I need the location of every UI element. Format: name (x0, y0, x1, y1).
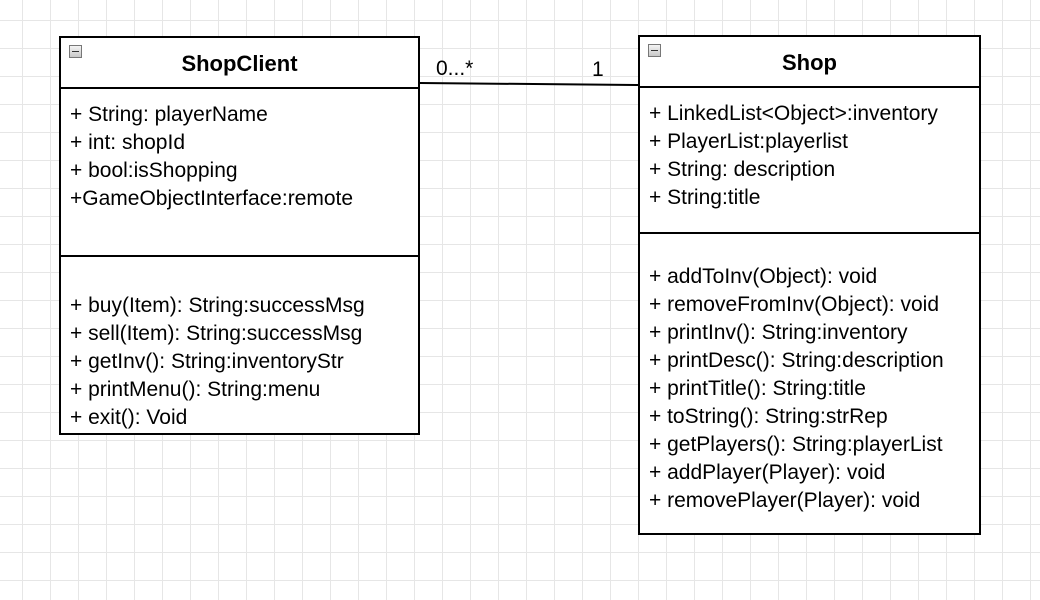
shop-method: + toString(): String:strRep (649, 405, 888, 428)
shop-class-header: Shop (640, 37, 979, 88)
shopclient-method: + sell(Item): String:successMsg (70, 322, 363, 345)
shopclient-class-box[interactable]: ShopClient + String: playerName + int: s… (59, 36, 420, 435)
shopclient-methods-section: + buy(Item): String:successMsg + sell(It… (61, 257, 418, 432)
shopclient-attributes-section: + String: playerName + int: shopId + boo… (61, 89, 418, 257)
shopclient-method: + exit(): Void (70, 406, 188, 429)
shop-attributes-section: + LinkedList<Object>:inventory + PlayerL… (640, 88, 979, 234)
shop-attribute: + String:title (649, 186, 761, 209)
source-multiplicity-label: 0...* (436, 57, 474, 80)
shop-methods-section: + addToInv(Object): void + removeFromInv… (640, 234, 979, 515)
shop-method: + getPlayers(): String:playerList (649, 433, 943, 456)
shopclient-method: + buy(Item): String:successMsg (70, 294, 365, 317)
target-multiplicity-label: 1 (592, 58, 604, 81)
shop-method: + printInv(): String:inventory (649, 321, 908, 344)
shop-method: + addPlayer(Player): void (649, 461, 886, 484)
collapse-minus-icon[interactable] (648, 44, 661, 57)
shopclient-attribute: + int: shopId (70, 131, 185, 154)
association-connector[interactable] (419, 82, 639, 86)
shopclient-class-name: ShopClient (181, 51, 298, 76)
shop-method: + printTitle(): String:title (649, 377, 866, 400)
shopclient-attribute: + String: playerName (70, 103, 268, 126)
shopclient-method: + getInv(): String:inventoryStr (70, 350, 344, 373)
shop-method: + printDesc(): String:description (649, 349, 944, 372)
shop-method: + addToInv(Object): void (649, 265, 878, 288)
shopclient-method: + printMenu(): String:menu (70, 378, 321, 401)
shopclient-attribute: +GameObjectInterface:remote (70, 187, 354, 210)
shop-attribute: + String: description (649, 158, 836, 181)
shop-class-name: Shop (782, 50, 837, 75)
shop-method: + removeFromInv(Object): void (649, 293, 940, 316)
shopclient-attribute: + bool:isShopping (70, 159, 238, 182)
shop-attribute: + LinkedList<Object>:inventory (649, 102, 938, 125)
shopclient-class-header: ShopClient (61, 38, 418, 89)
shop-class-box[interactable]: Shop + LinkedList<Object>:inventory + Pl… (638, 35, 981, 535)
shop-method: + removePlayer(Player): void (649, 489, 921, 512)
collapse-minus-icon[interactable] (69, 45, 82, 58)
shop-attribute: + PlayerList:playerlist (649, 130, 848, 153)
